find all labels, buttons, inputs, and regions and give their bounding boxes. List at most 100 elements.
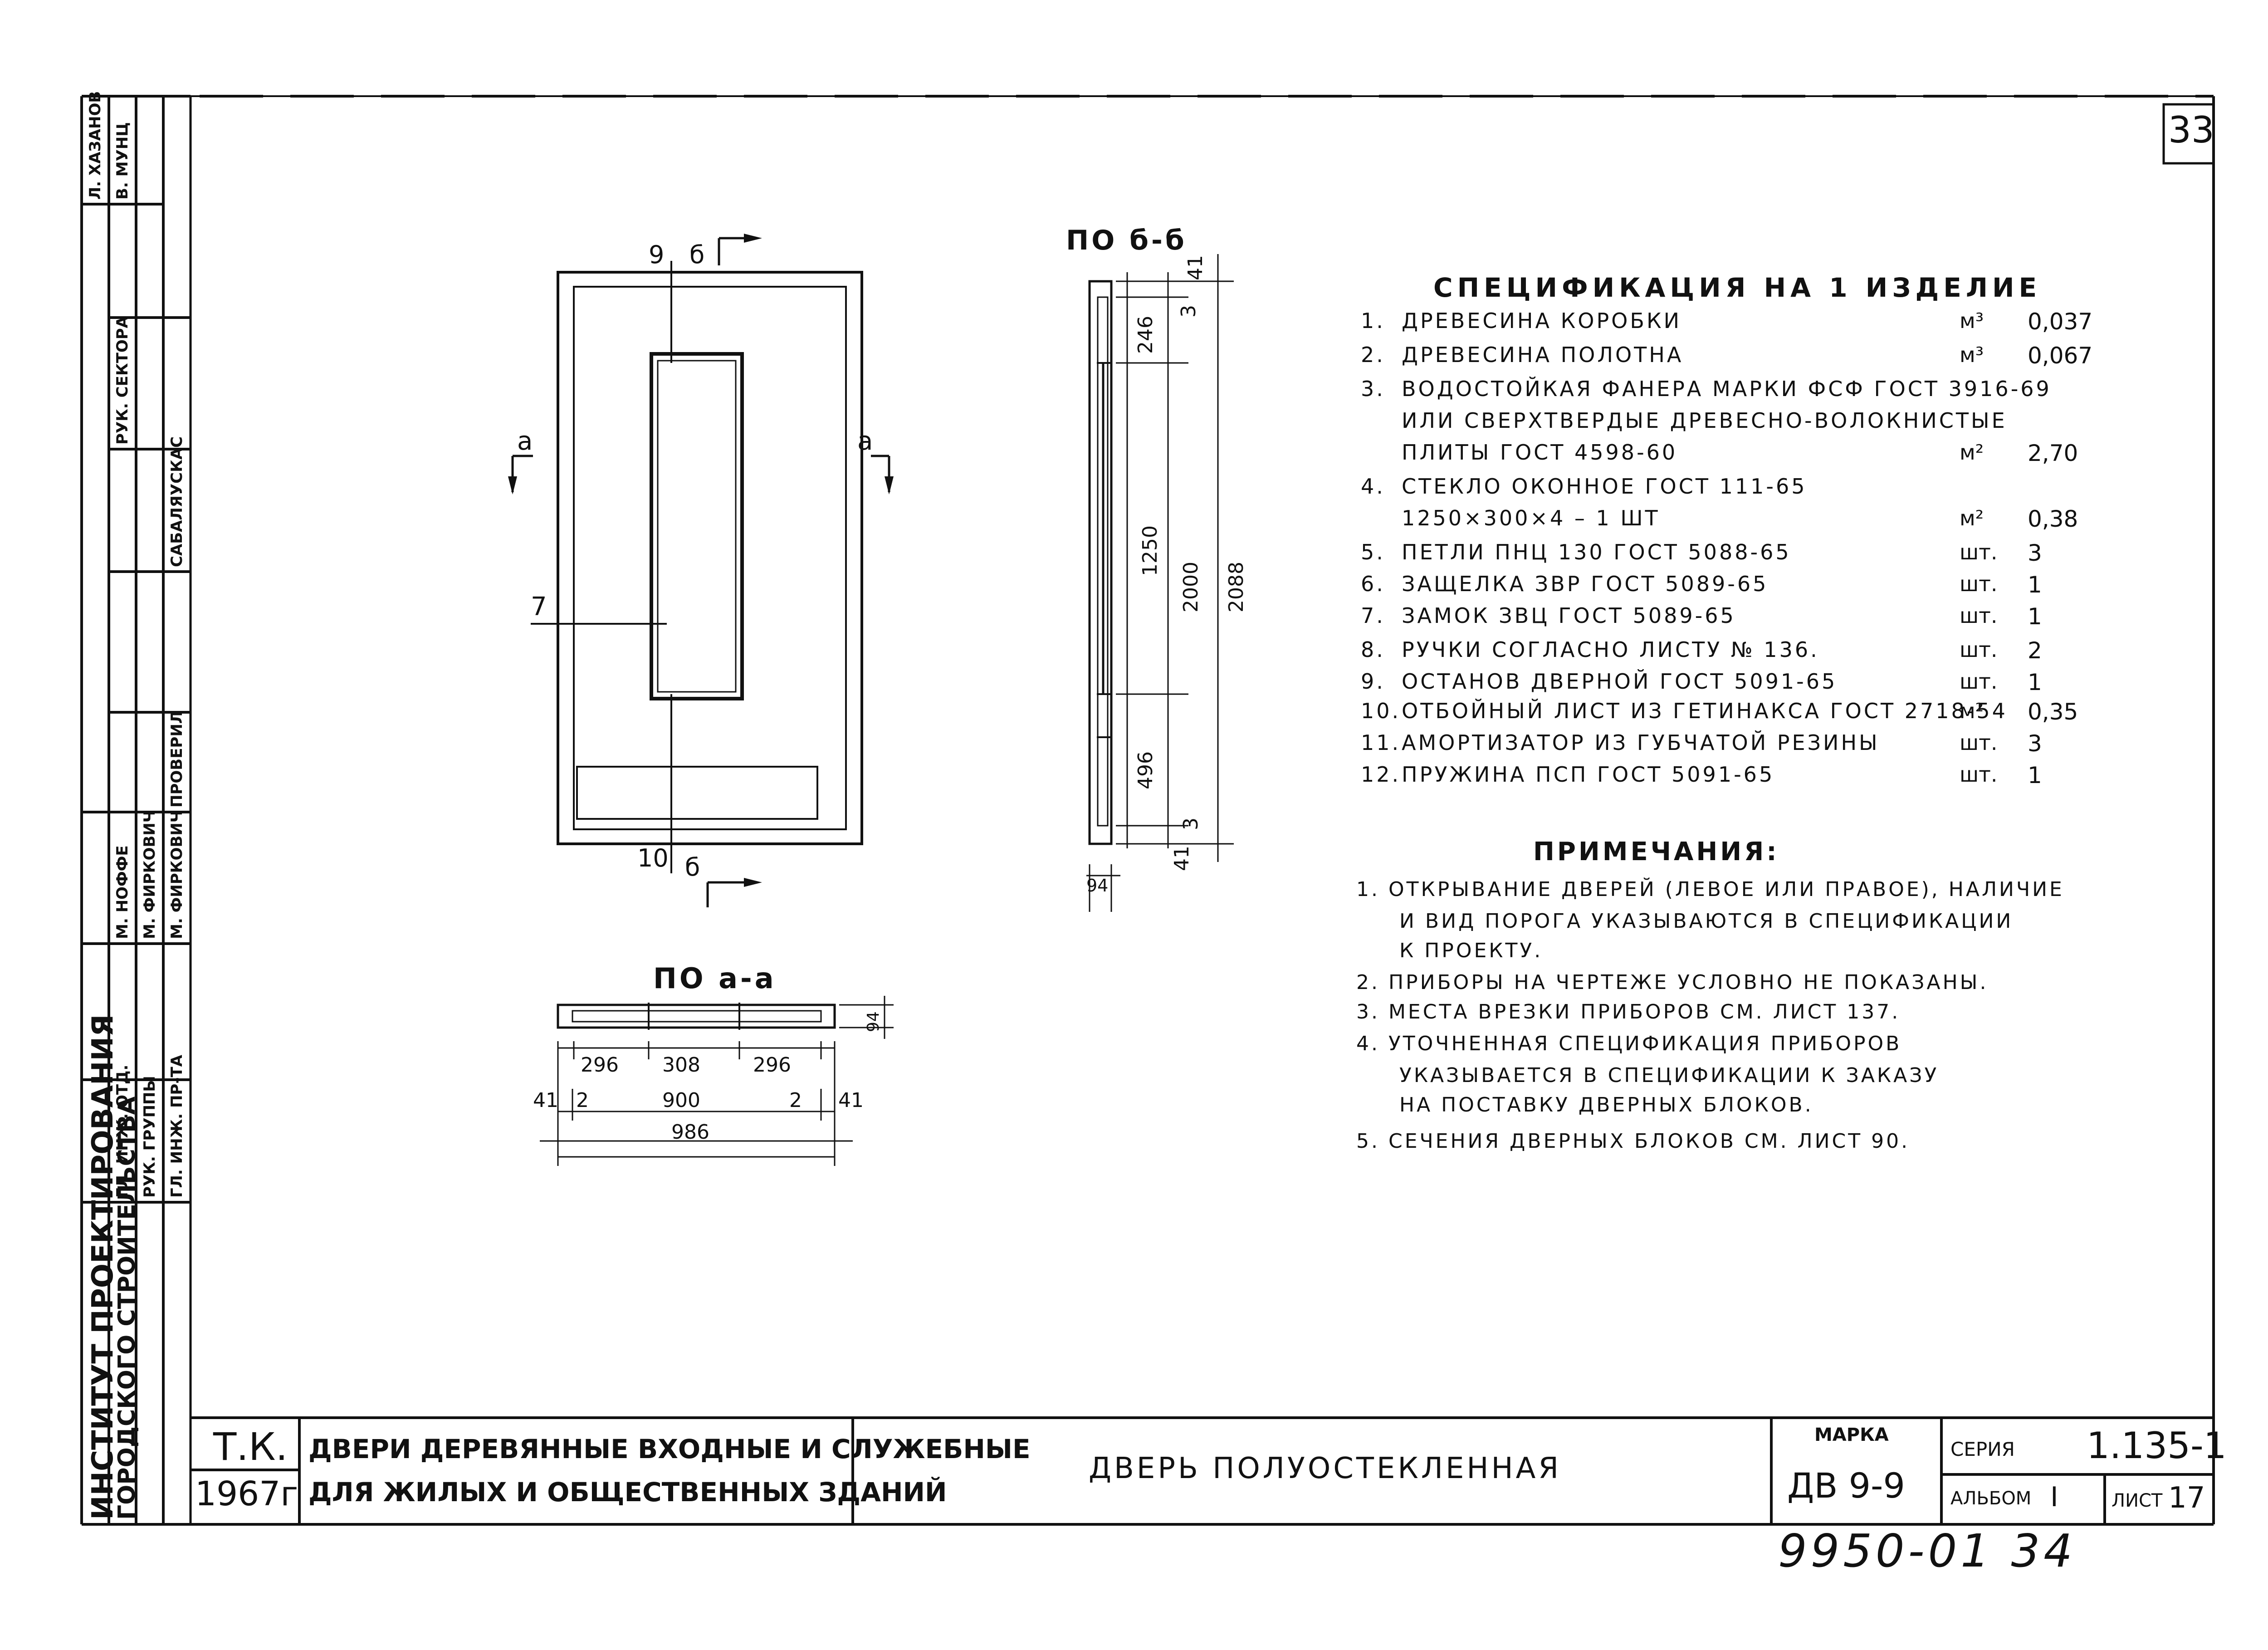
spec-row-unit: шт. [1960, 603, 1998, 628]
spec-row-number: 7. [1361, 603, 1385, 628]
list-value: 17 [2168, 1481, 2205, 1515]
spec-row-text: ДРЕВЕСИНА ПОЛОТНА [1402, 343, 1684, 367]
section-bb-title: ПО б-б [1066, 225, 1187, 256]
dim-bb-41-bottom: 41 [1170, 846, 1193, 871]
spec-row-number: 5. [1361, 540, 1385, 564]
section-aa-title: ПО а-а [653, 962, 777, 995]
stamp-person-3: САБАЛЯУСКАС [168, 436, 186, 567]
spec-row-text: ПРУЖИНА ПСП ГОСТ 5091-65 [1402, 762, 1775, 787]
note-line: НА ПОСТАВКУ ДВЕРНЫХ БЛОКОВ. [1399, 1093, 1813, 1116]
title-project-line1: ДВЕРИ ДЕРЕВЯННЫЕ ВХОДНЫЕ И СЛУЖЕБНЫЕ [308, 1434, 1031, 1464]
spec-row-number: 11. [1361, 730, 1401, 755]
stamp-institute-2: ГОРОДСКОГО СТРОИТЕЛЬСТВА [113, 1096, 141, 1520]
dim-aa-2-right: 2 [789, 1089, 802, 1112]
seria-label: СЕРИЯ [1950, 1438, 2015, 1460]
note-line: 2. ПРИБОРЫ НА ЧЕРТЕЖЕ УСЛОВНО НЕ ПОКАЗАН… [1356, 971, 1989, 994]
corner-sheet-number: 33 [2168, 109, 2214, 151]
note-line: К ПРОЕКТУ. [1399, 939, 1543, 962]
callout-9: 9 [649, 240, 665, 269]
spec-row-text: РУЧКИ СОГЛАСНО ЛИСТУ № 136. [1402, 637, 1819, 662]
dim-aa-94: 94 [864, 1011, 883, 1032]
stamp-person-4: М. ФИРКОВИЧ [168, 810, 186, 939]
spec-row-qty: 0,067 [2028, 343, 2093, 369]
note-line: 3. МЕСТА ВРЕЗКИ ПРИБОРОВ СМ. ЛИСТ 137. [1356, 1000, 1901, 1023]
title-year: 1967г [195, 1474, 298, 1513]
spec-row-text: ИЛИ СВЕРХТВЕРДЫЕ ДРЕВЕСНО-ВОЛОКНИСТЫЕ [1402, 408, 2007, 433]
stamp-person-5: М. ФИРКОВИЧ [141, 810, 159, 939]
spec-row-text: ОТБОЙНЫЙ ЛИСТ ИЗ ГЕТИНАКСА ГОСТ 2718-54 [1402, 699, 2008, 723]
dim-aa-900: 900 [662, 1089, 700, 1112]
spec-row-qty: 3 [2028, 540, 2042, 566]
title-sheet-name: ДВЕРЬ ПОЛУОСТЕКЛЕННАЯ [1089, 1452, 1561, 1485]
spec-row-qty: 3 [2028, 730, 2042, 757]
album-value: I [2050, 1481, 2058, 1513]
album-label: АЛЬБОМ [1950, 1488, 2032, 1509]
stamp-role-sector: РУК. СЕКТОРА [113, 316, 132, 445]
spec-row-text: СТЕКЛО ОКОННОЕ ГОСТ 111-65 [1402, 474, 1807, 499]
dim-aa-41-left: 41 [533, 1089, 558, 1112]
callout-7: 7 [531, 592, 547, 622]
spec-row-qty: 0,35 [2028, 699, 2078, 725]
spec-row-number: 2. [1361, 343, 1385, 367]
mark-a-left: а [517, 426, 533, 456]
note-line: 1. ОТКРЫВАНИЕ ДВЕРЕЙ (ЛЕВОЕ ИЛИ ПРАВОЕ),… [1356, 878, 2064, 901]
note-line: 4. УТОЧНЕННАЯ СПЕЦИФИКАЦИЯ ПРИБОРОВ [1356, 1032, 1902, 1055]
spec-row-qty: 0,38 [2028, 506, 2078, 532]
dim-bb-94: 94 [1086, 876, 1109, 896]
spec-row-number: 1. [1361, 308, 1385, 333]
spec-row-text: ДРЕВЕСИНА КОРОБКИ [1402, 308, 1682, 333]
spec-row-text: ВОДОСТОЙКАЯ ФАНЕРА МАРКИ ФСФ ГОСТ 3916-6… [1402, 377, 2052, 401]
spec-row-unit: шт. [1960, 669, 1998, 694]
spec-row-number: 8. [1361, 637, 1385, 662]
dim-bb-3-bottom: 3 [1179, 818, 1202, 830]
spec-row-qty: 1 [2028, 603, 2042, 630]
spec-row-qty: 1 [2028, 572, 2042, 598]
dim-bb-41-top: 41 [1184, 255, 1207, 280]
stamp-role-chief-project: ГЛ. ИНЖ. ПР-ТА [168, 1055, 186, 1198]
spec-row-unit: м³ [1960, 308, 1984, 333]
spec-row-qty: 0,037 [2028, 308, 2093, 335]
spec-row-unit: шт. [1960, 762, 1998, 787]
dim-aa-296-right: 296 [753, 1053, 791, 1077]
stamp-person-2: В. МУНЦ [113, 122, 132, 200]
spec-row-text: ОСТАНОВ ДВЕРНОЙ ГОСТ 5091-65 [1402, 669, 1838, 694]
archive-number: 9950-01 34 [1778, 1524, 2076, 1577]
spec-row-qty: 1 [2028, 762, 2042, 788]
mark-b-bottom: б [685, 853, 700, 881]
note-line: И ВИД ПОРОГА УКАЗЫВАЮТСЯ В СПЕЦИФИКАЦИИ [1399, 910, 2014, 933]
spec-row-qty: 2,70 [2028, 440, 2078, 466]
spec-row-unit: шт. [1960, 637, 1998, 662]
dim-aa-296-left: 296 [581, 1053, 619, 1077]
spec-row-text: 1250×300×4 – 1 ШТ [1402, 506, 1660, 530]
dim-bb-2088: 2088 [1225, 562, 1248, 612]
title-project-line2: ДЛЯ ЖИЛЫХ И ОБЩЕСТВЕННЫХ ЗДАНИЙ [308, 1477, 947, 1508]
marka-value: ДВ 9-9 [1787, 1465, 1905, 1506]
note-line: УКАЗЫВАЕТСЯ В СПЕЦИФИКАЦИИ К ЗАКАЗУ [1399, 1064, 1939, 1087]
spec-row-unit: м³ [1960, 343, 1984, 367]
dim-bb-246: 246 [1134, 316, 1157, 354]
spec-row-unit: шт. [1960, 572, 1998, 596]
stamp-person-1: Л. ХАЗАНОВ [86, 91, 104, 200]
spec-row-qty: 1 [2028, 669, 2042, 695]
seria-value: 1.135-1 [2087, 1425, 2227, 1467]
dim-bb-1250: 1250 [1139, 525, 1162, 576]
spec-row-text: ПЛИТЫ ГОСТ 4598-60 [1402, 440, 1678, 465]
spec-row-unit: шт. [1960, 730, 1998, 755]
spec-row-text: ЗАМОК ЗВЦ ГОСТ 5089-65 [1402, 603, 1736, 628]
note-line: 5. СЕЧЕНИЯ ДВЕРНЫХ БЛОКОВ СМ. ЛИСТ 90. [1356, 1130, 1910, 1153]
title-tk: Т.К. [213, 1425, 288, 1469]
spec-row-unit: м² [1960, 440, 1984, 465]
dim-aa-41-right: 41 [838, 1089, 864, 1112]
callout-10: 10 [637, 844, 669, 872]
list-label: ЛИСТ [2112, 1490, 2163, 1511]
spec-row-number: 10. [1361, 699, 1401, 723]
dim-aa-986: 986 [671, 1121, 709, 1144]
mark-b-top: б [689, 240, 705, 269]
mark-a-right: а [857, 426, 873, 456]
dim-bb-496: 496 [1134, 751, 1157, 789]
spec-row-unit: шт. [1960, 540, 1998, 564]
stamp-person-6: М. НОФФЕ [113, 845, 132, 939]
stamp-role-checked: ПРОВЕРИЛ [168, 710, 186, 808]
spec-row-number: 4. [1361, 474, 1385, 499]
